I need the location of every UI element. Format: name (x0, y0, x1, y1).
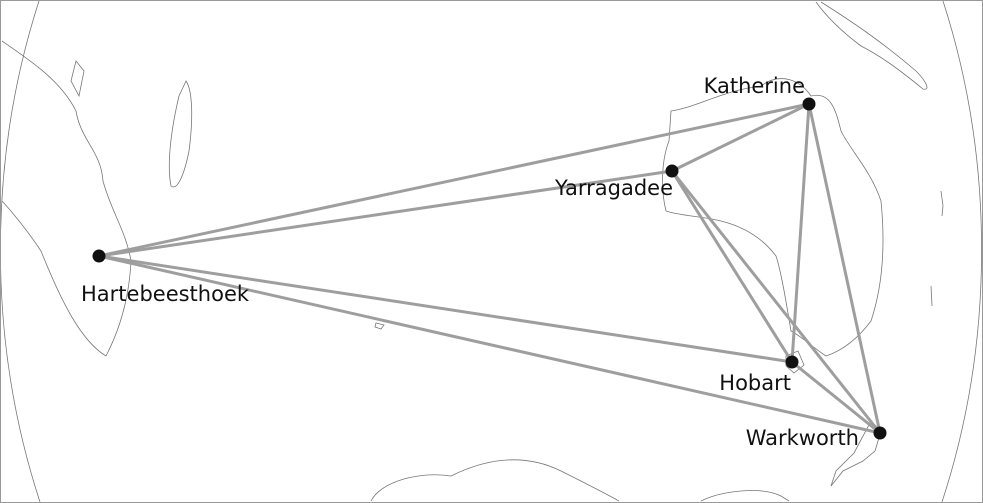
station-label-katherine: Katherine (704, 74, 805, 98)
station-marker-yarragadee[interactable] (665, 164, 679, 178)
station-label-hobart: Hobart (719, 371, 791, 395)
baseline-hartebeesthoek-yarragadee (98, 169, 673, 258)
baseline-katherine-hobart (790, 103, 811, 363)
baseline-katherine-warkworth (807, 103, 882, 434)
baseline-yarragadee-katherine (671, 102, 810, 173)
baseline-hobart-warkworth (791, 360, 881, 435)
station-marker-hartebeesthoek[interactable] (92, 249, 106, 263)
station-marker-katherine[interactable] (802, 97, 816, 111)
station-marker-hobart[interactable] (785, 355, 799, 369)
baseline-yarragadee-warkworth (670, 170, 882, 434)
station-marker-warkworth[interactable] (873, 426, 887, 440)
stations: Hartebeesthoek Yarragadee KatherineHobartW… (81, 74, 887, 450)
station-label-hartebeesthoek: Hartebeesthoek (81, 282, 250, 306)
baseline-yarragadee-hobart (670, 170, 794, 363)
station-label-warkworth: Warkworth (746, 426, 859, 450)
baseline-hartebeesthoek-hobart (98, 254, 793, 364)
baseline-hartebeesthoek-katherine (98, 102, 810, 258)
baseline-hartebeesthoek-warkworth (98, 254, 881, 435)
station-label-yarragadee: Yarragadee (554, 176, 673, 200)
baselines (98, 102, 882, 435)
